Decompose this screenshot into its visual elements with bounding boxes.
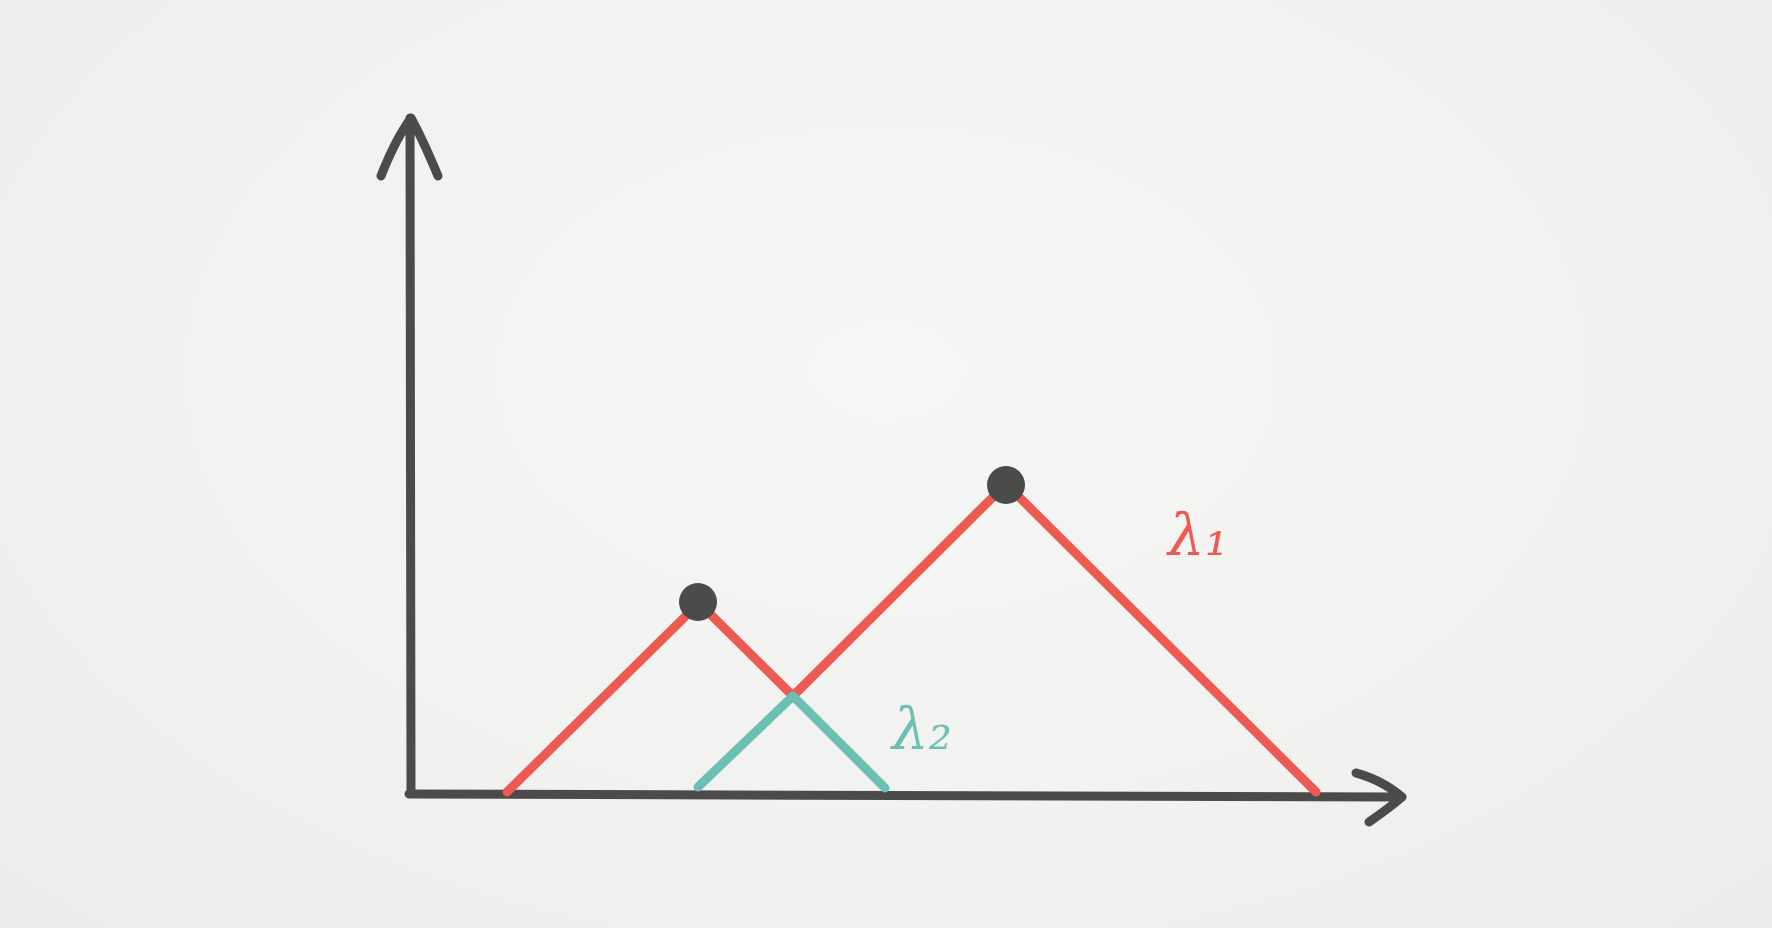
left-peak-point: [679, 583, 717, 621]
lambda1-right-peak: [788, 479, 1321, 797]
x-axis-arrowhead: [1351, 768, 1407, 827]
right-peak-point: [987, 466, 1025, 504]
axes: [376, 113, 1407, 827]
lambda2-label: λ₂: [890, 695, 952, 763]
y-axis: [405, 113, 416, 798]
y-axis-arrowhead: [376, 113, 443, 181]
lambda2-curve: [693, 691, 890, 793]
lambda1-label: λ₁: [1166, 501, 1228, 569]
lambda2-peak: [693, 691, 890, 793]
lambda1-left-peak: [502, 598, 798, 797]
x-axis: [404, 789, 1407, 802]
